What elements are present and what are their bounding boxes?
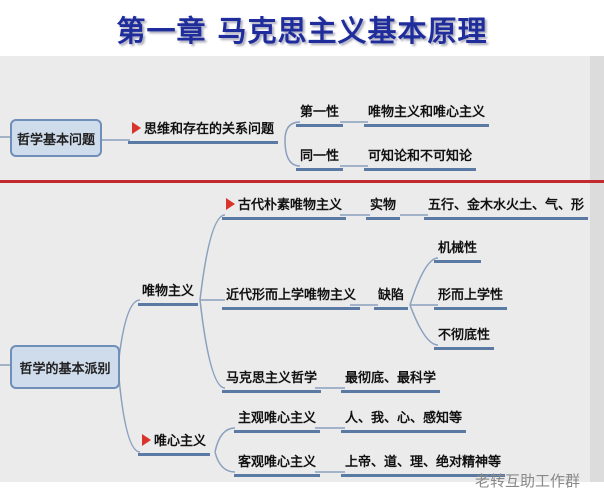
node-thinking-existence[interactable]: 思维和存在的关系问题 (128, 118, 279, 144)
node-ancient-materialism[interactable]: 古代朴素唯物主义 (222, 194, 347, 220)
node-primacy-detail[interactable]: 唯物主义和唯心主义 (364, 101, 490, 127)
node-mechanical[interactable]: 机械性 (434, 237, 482, 263)
node-incomplete[interactable]: 不彻底性 (434, 324, 495, 350)
divider-line (0, 180, 604, 183)
node-label: 唯心主义 (154, 434, 207, 449)
node-defect[interactable]: 缺陷 (374, 284, 409, 310)
node-objective-idealism[interactable]: 客观唯心主义 (234, 451, 321, 477)
node-label: 思维和存在的关系问题 (144, 122, 275, 137)
node-primacy[interactable]: 第一性 (296, 101, 344, 127)
node-modern-materialism[interactable]: 近代形而上学唯物主义 (222, 284, 361, 310)
node-subjective-idealism[interactable]: 主观唯心主义 (234, 407, 321, 433)
node-metaphysical[interactable]: 形而上学性 (434, 284, 508, 310)
root-node-philosophy-schools[interactable]: 哲学的基本派别 (10, 345, 120, 389)
node-materialism[interactable]: 唯物主义 (138, 280, 199, 306)
flag-icon (132, 122, 141, 134)
node-identity[interactable]: 同一性 (296, 145, 344, 171)
page-title: 第一章 马克思主义基本原理 (116, 14, 488, 48)
node-subjective-detail[interactable]: 人、我、心、感知等 (341, 407, 467, 433)
node-objective-detail[interactable]: 上帝、道、理、绝对精神等 (341, 451, 506, 477)
node-marxist-detail[interactable]: 最彻底、最科学 (341, 367, 441, 393)
node-idealism[interactable]: 唯心主义 (138, 430, 211, 456)
flag-icon (142, 434, 151, 446)
flag-icon (226, 198, 235, 210)
node-ancient-detail[interactable]: 五行、金木水火土、气、形 (424, 194, 589, 220)
node-ancient-mid[interactable]: 实物 (366, 194, 401, 220)
node-identity-detail[interactable]: 可知论和不可知论 (364, 145, 477, 171)
node-marxist[interactable]: 马克思主义哲学 (222, 367, 322, 393)
scrollbar[interactable] (590, 56, 604, 482)
watermark: 老转互助工作群 (475, 472, 581, 490)
root-node-philosophy-basic-question[interactable]: 哲学基本问题 (10, 119, 102, 157)
node-label: 古代朴素唯物主义 (238, 198, 343, 213)
